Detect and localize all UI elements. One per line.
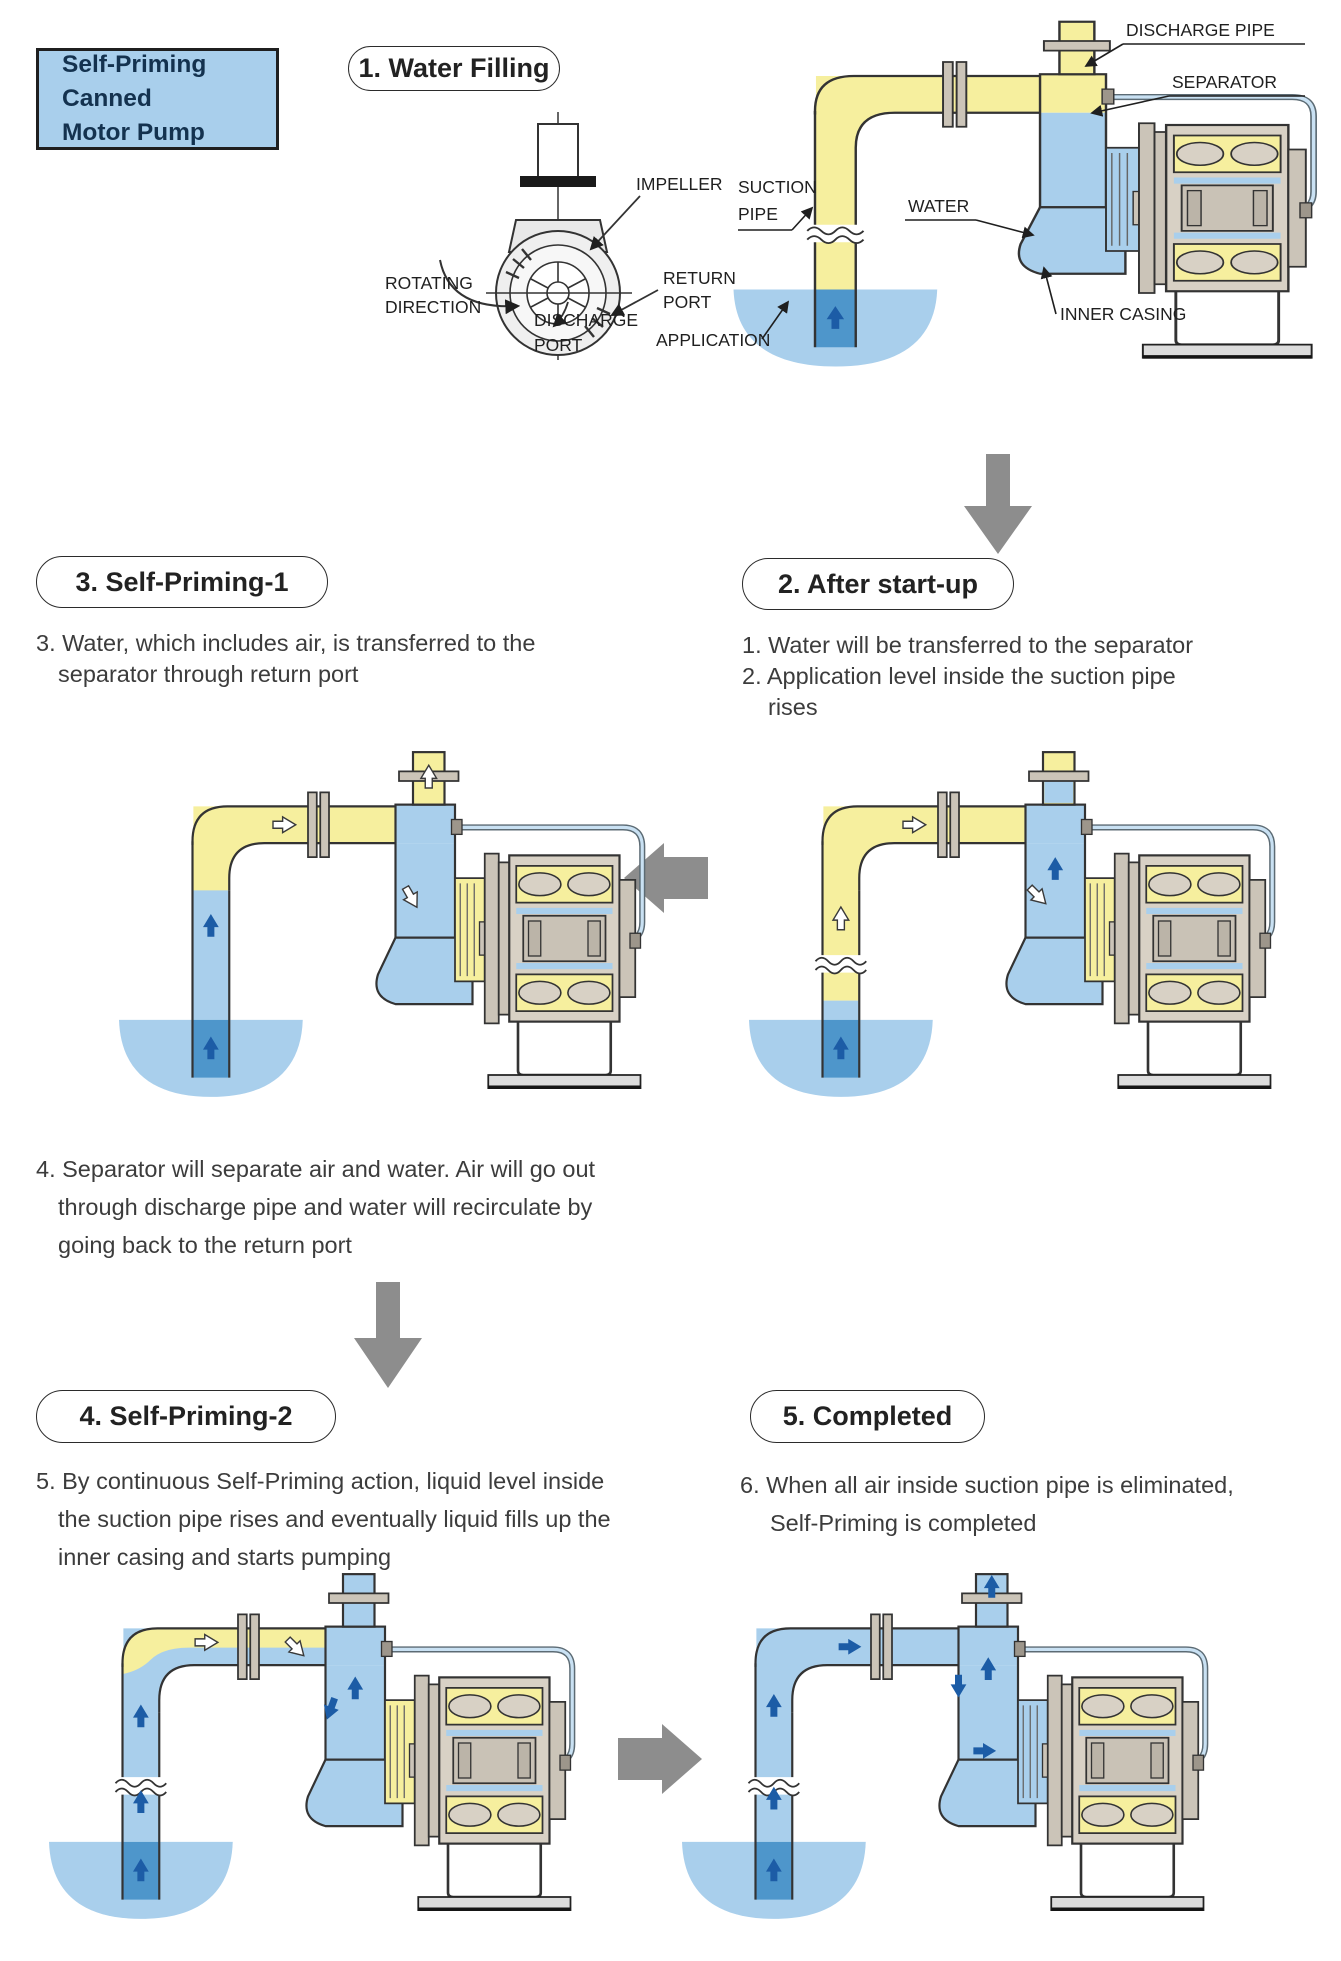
- stage5-note: 6. When all air inside suction pipe is e…: [740, 1466, 1234, 1542]
- stage3-title: 3. Self-Priming-1: [75, 566, 289, 597]
- stage2-title-pill: 2. After start-up: [742, 558, 1014, 610]
- flow-down-arrow-icon: [354, 1282, 422, 1388]
- stage4-title-pill: 4. Self-Priming-2: [36, 1390, 336, 1443]
- pump-front-view: IMPELLER RETURN PORT DISCHARGE PORT ROTA…: [385, 112, 736, 360]
- stage3-note: 3. Water, which includes air, is transfe…: [36, 628, 535, 690]
- stage4-note: 5. By continuous Self-Priming action, li…: [36, 1462, 611, 1576]
- stage3-title-pill: 3. Self-Priming-1: [36, 556, 328, 608]
- pump-diagram-stage1: [733, 20, 1317, 367]
- inner-casing-label: INNER CASING: [1060, 304, 1186, 324]
- suction-pipe-label: SUCTION: [738, 177, 817, 197]
- stage3-note-line: 3. Water, which includes air, is transfe…: [36, 630, 536, 656]
- impeller-vane-ticks: [505, 248, 611, 338]
- stage1-title: 1. Water Filling: [358, 53, 550, 83]
- stage4-note-line: the suction pipe rises and eventually li…: [58, 1506, 611, 1532]
- stage1-diagram: IMPELLER RETURN PORT DISCHARGE PORT ROTA…: [385, 20, 1317, 367]
- discharge-port-arrow: [552, 301, 569, 328]
- stage5-title-pill: 5. Completed: [750, 1390, 985, 1443]
- stage5-note-line: 6. When all air inside suction pipe is e…: [740, 1472, 1234, 1498]
- discharge-port-label: DISCHARGE: [534, 310, 638, 330]
- rotating-direction-label: ROTATING: [385, 273, 473, 293]
- stage1-title-pill: 1. Water Filling: [348, 46, 560, 91]
- flow-right-arrow-icon: [618, 1724, 702, 1794]
- step4-note: 4. Separator will separate air and water…: [36, 1150, 595, 1264]
- stage2-note: 1. Water will be transferred to the sepa…: [742, 630, 1193, 723]
- step4-note-line: through discharge pipe and water will re…: [58, 1194, 593, 1220]
- stage1-pump-labels: DISCHARGE PIPE SEPARATOR SUCTION PIPE WA…: [656, 20, 1305, 350]
- pump-diagram-stage5: [682, 1573, 1209, 1919]
- discharge-pipe-label: DISCHARGE PIPE: [1126, 20, 1275, 40]
- stage2-note-line: rises: [768, 694, 818, 720]
- suction-pipe-label: PIPE: [738, 204, 778, 224]
- stage5-note-line: Self-Priming is completed: [770, 1510, 1037, 1536]
- stage4-note-line: inner casing and starts pumping: [58, 1544, 392, 1570]
- stage2-title: 2. After start-up: [777, 568, 979, 599]
- application-label: APPLICATION: [656, 330, 770, 350]
- stage5-title: 5. Completed: [782, 1401, 953, 1431]
- impeller-label: IMPELLER: [636, 174, 723, 194]
- pump-diagram-stage3: [119, 751, 646, 1097]
- return-port-label: PORT: [663, 292, 712, 312]
- flow-down-arrow-icon: [964, 454, 1032, 554]
- product-title-box: Self-Priming Canned Motor Pump: [36, 48, 279, 150]
- rotation-arrow: [439, 259, 521, 315]
- stage2-note-line: 1. Water will be transferred to the sepa…: [742, 632, 1194, 658]
- product-title-line2: Motor Pump: [62, 119, 205, 146]
- step4-note-line: going back to the return port: [58, 1232, 352, 1258]
- rotating-direction-label: DIRECTION: [385, 297, 481, 317]
- discharge-port-label: PORT: [534, 335, 583, 355]
- stage4-title: 4. Self-Priming-2: [79, 1401, 293, 1431]
- water-label: WATER: [908, 196, 969, 216]
- separator-label: SEPARATOR: [1172, 72, 1277, 92]
- impeller-spokes: [530, 262, 586, 324]
- product-title-line1: Self-Priming Canned: [62, 51, 207, 112]
- pump-diagram-stage4: [49, 1573, 576, 1919]
- return-port-label: RETURN: [663, 268, 736, 288]
- stage3-note-line: separator through return port: [58, 661, 359, 687]
- stage2-note-line: 2. Application level inside the suction …: [742, 663, 1176, 689]
- pump-diagram-stage2: [749, 751, 1276, 1097]
- step4-note-line: 4. Separator will separate air and water…: [36, 1156, 596, 1182]
- stage4-note-line: 5. By continuous Self-Priming action, li…: [36, 1468, 605, 1494]
